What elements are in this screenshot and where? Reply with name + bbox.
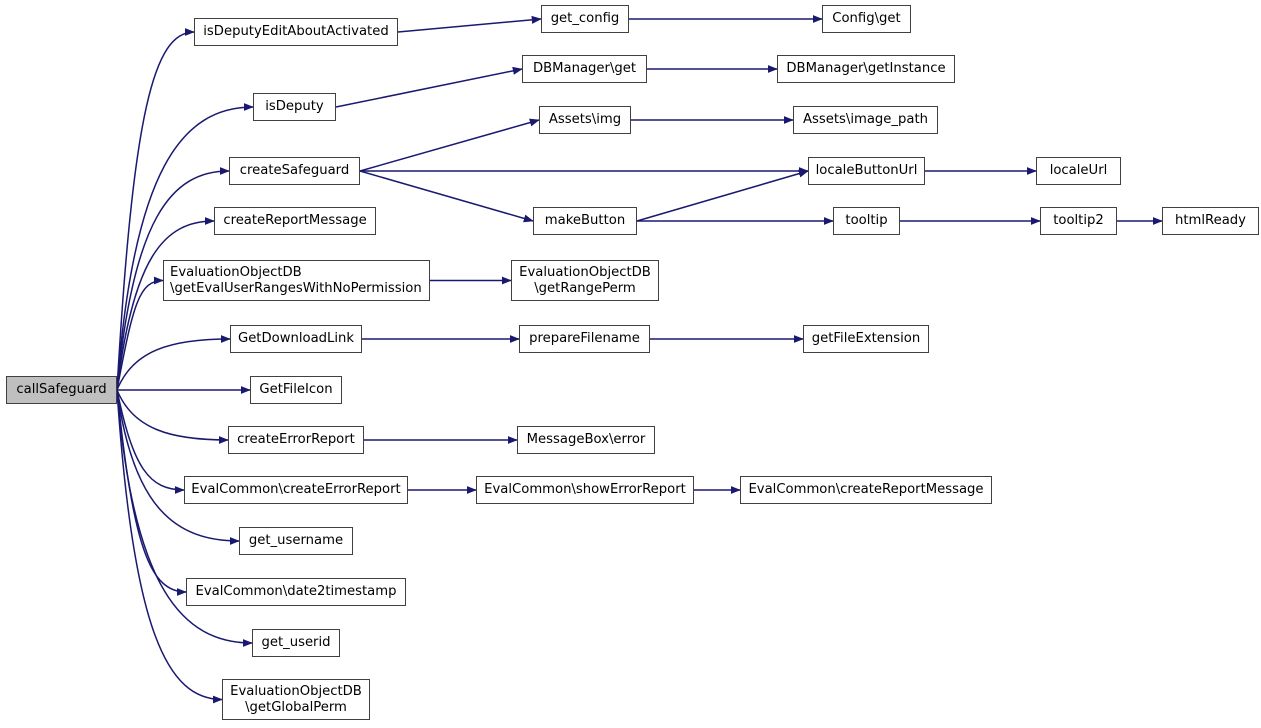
graph-node-callSafeguard[interactable]: callSafeguard xyxy=(6,376,117,404)
graph-edge-callSafeguard-to-date2timestamp xyxy=(116,389,187,596)
graph-edge-createSafeguard-to-makeButton xyxy=(359,170,534,223)
graph-node-getEvalUserRanges[interactable]: EvaluationObjectDB \getEvalUserRangesWit… xyxy=(163,260,430,301)
graph-node-createReportMessage[interactable]: createReportMessage xyxy=(214,207,376,235)
graph-node-htmlReady[interactable]: htmlReady xyxy=(1162,207,1259,235)
graph-edge-callSafeguard-to-get_username xyxy=(116,389,240,545)
graph-node-date2timestamp[interactable]: EvalCommon\date2timestamp xyxy=(186,578,406,606)
graph-node-createErrorReport[interactable]: createErrorReport xyxy=(228,426,364,454)
graph-edge-callSafeguard-to-isDeputyEditAboutActivated xyxy=(116,28,195,391)
graph-node-GetDownloadLink[interactable]: GetDownloadLink xyxy=(230,325,362,353)
graph-node-localeButtonUrl[interactable]: localeButtonUrl xyxy=(808,157,925,185)
graph-node-makeButton[interactable]: makeButton xyxy=(533,207,637,235)
graph-node-AssetsImg[interactable]: Assets\img xyxy=(539,106,631,134)
graph-node-tooltip2[interactable]: tooltip2 xyxy=(1040,207,1117,235)
graph-edge-createSafeguard-to-AssetsImg xyxy=(359,118,540,172)
graph-edge-isDeputy-to-DBManagerGet xyxy=(335,66,523,108)
graph-edge-callSafeguard-to-EvalCommonCreateErrorReport xyxy=(116,389,185,494)
graph-node-EvalCommonCreateErrorReport[interactable]: EvalCommon\createErrorReport xyxy=(184,476,408,504)
graph-node-getGlobalPerm[interactable]: EvaluationObjectDB \getGlobalPerm xyxy=(222,679,370,720)
graph-node-ConfigGet[interactable]: Config\get xyxy=(822,5,911,33)
graph-node-EvalCommonShowErrorReport[interactable]: EvalCommon\showErrorReport xyxy=(476,476,694,504)
graph-node-AssetsImagePath[interactable]: Assets\image_path xyxy=(793,106,938,134)
graph-node-get_userid[interactable]: get_userid xyxy=(252,629,340,657)
graph-edge-callSafeguard-to-isDeputy xyxy=(116,103,254,391)
graph-node-get_username[interactable]: get_username xyxy=(239,527,353,555)
graph-node-getFileExtension[interactable]: getFileExtension xyxy=(803,325,929,353)
graph-edge-isDeputyEditAboutActivated-to-get_config xyxy=(397,15,542,33)
graph-node-DBManagerGet[interactable]: DBManager\get xyxy=(522,55,647,83)
graph-node-GetFileIcon[interactable]: GetFileIcon xyxy=(250,376,342,404)
graph-edge-callSafeguard-to-GetDownloadLink xyxy=(116,335,231,391)
graph-edge-callSafeguard-to-get_userid xyxy=(116,389,253,647)
graph-node-DBManagerGetInstance[interactable]: DBManager\getInstance xyxy=(777,55,955,83)
graph-node-createSafeguard[interactable]: createSafeguard xyxy=(229,157,360,185)
graph-node-prepareFilename[interactable]: prepareFilename xyxy=(519,325,650,353)
graph-node-localeUrl[interactable]: localeUrl xyxy=(1036,157,1121,185)
graph-edge-callSafeguard-to-createReportMessage xyxy=(116,217,215,391)
graph-node-isDeputyEditAboutActivated[interactable]: isDeputyEditAboutActivated xyxy=(194,18,398,46)
graph-node-tooltip[interactable]: tooltip xyxy=(833,207,900,235)
graph-edge-callSafeguard-to-createSafeguard xyxy=(116,167,230,391)
graph-edge-callSafeguard-to-getGlobalPerm xyxy=(116,389,223,704)
graph-node-EvalCommonCreateReportMessage[interactable]: EvalCommon\createReportMessage xyxy=(740,476,992,504)
graph-node-getRangePerm[interactable]: EvaluationObjectDB \getRangePerm xyxy=(511,260,659,301)
edge-paths xyxy=(116,15,1163,704)
graph-node-get_config[interactable]: get_config xyxy=(541,5,629,33)
graph-node-isDeputy[interactable]: isDeputy xyxy=(253,93,336,121)
graph-edge-makeButton-to-localeButtonUrl xyxy=(636,169,809,222)
graph-node-MessageBoxError[interactable]: MessageBox\error xyxy=(517,426,655,454)
graph-edge-callSafeguard-to-createErrorReport xyxy=(116,389,229,444)
graph-edge-callSafeguard-to-getEvalUserRanges xyxy=(116,276,164,391)
